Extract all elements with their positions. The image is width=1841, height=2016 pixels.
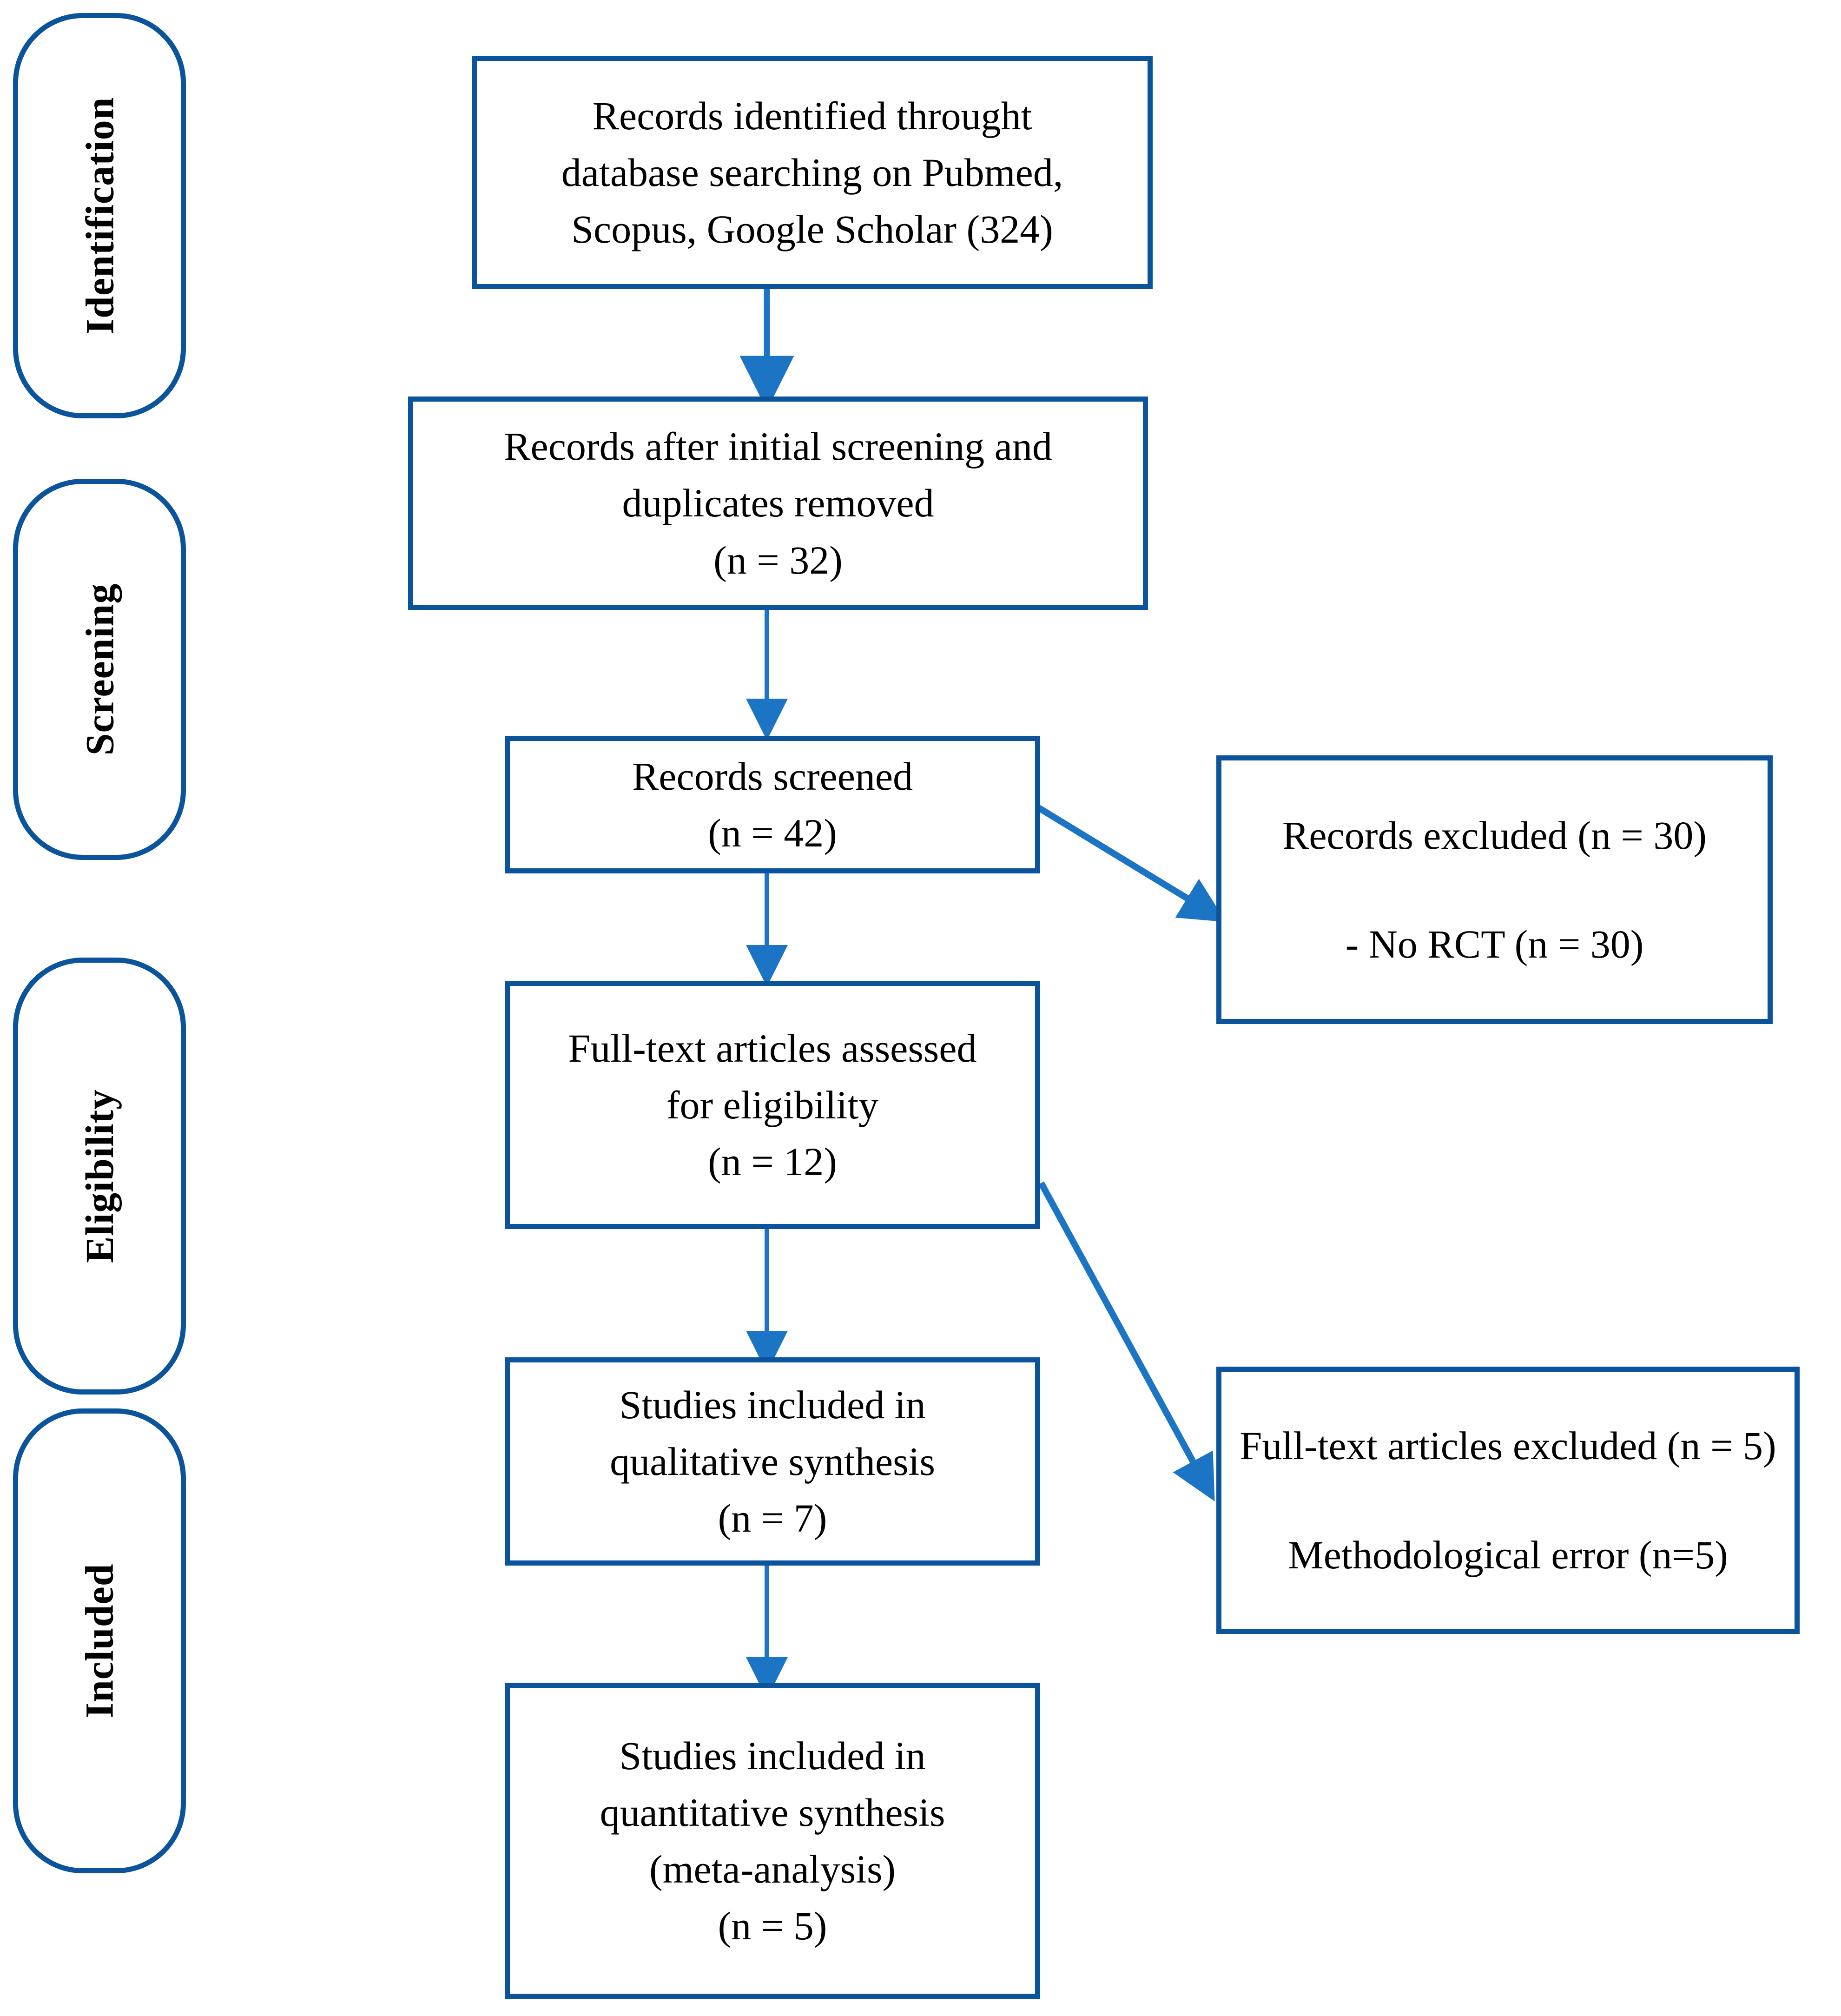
box-quantitative-synthesis-line-3: (meta-analysis) (649, 1847, 896, 1891)
box-fulltext-excluded-line-1: Full-text articles excluded (n = 5) (1240, 1423, 1776, 1468)
box-records-screened-line-2: (n = 42) (708, 811, 837, 855)
connector-fulltext-assessed-to-fulltext-excluded (1038, 1181, 1215, 1501)
box-qualitative-synthesis: Studies included in qualitative synthesi… (505, 1357, 1040, 1566)
box-records-after-screening-line-3: (n = 32) (713, 537, 843, 582)
box-fulltext-assessed-line-2: for eligibility (666, 1082, 879, 1127)
box-records-screened-line-1: Records screened (632, 754, 913, 799)
box-records-excluded: Records excluded (n = 30) - No RCT (n = … (1216, 755, 1773, 1024)
box-records-screened: Records screened (n = 42) (505, 736, 1040, 873)
box-records-excluded-line-1: Records excluded (n = 30) (1282, 813, 1707, 858)
stage-label-included: Included (77, 1563, 122, 1719)
connector-screened-to-records-excluded (1037, 805, 1226, 922)
box-fulltext-excluded-line-2: Methodological error (n=5) (1288, 1532, 1728, 1577)
box-qualitative-synthesis-line-2: qualitative synthesis (610, 1439, 935, 1484)
box-records-after-screening-line-1: Records after initial screening and (504, 424, 1052, 469)
stage-pill-eligibility: Eligibility (13, 958, 186, 1395)
stage-label-identification: Identification (77, 97, 122, 335)
box-records-identified-line-1: Records identified throught (592, 93, 1032, 138)
stage-label-eligibility: Eligibility (77, 1089, 122, 1263)
stage-pill-included: Included (13, 1408, 186, 1873)
stage-pill-screening: Screening (13, 479, 186, 860)
box-quantitative-synthesis-line-4: (n = 5) (718, 1904, 827, 1949)
box-fulltext-assessed: Full-text articles assessed for eligibil… (505, 981, 1040, 1229)
box-fulltext-assessed-line-3: (n = 12) (708, 1139, 837, 1184)
box-records-identified: Records identified throught database sea… (472, 56, 1153, 289)
box-quantitative-synthesis: Studies included in quantitative synthes… (505, 1683, 1040, 1999)
box-fulltext-excluded: Full-text articles excluded (n = 5) Meth… (1216, 1367, 1800, 1634)
box-records-identified-line-3: Scopus, Google Scholar (324) (571, 207, 1053, 252)
box-qualitative-synthesis-line-3: (n = 7) (718, 1496, 827, 1541)
box-records-excluded-line-2: - No RCT (n = 30) (1345, 922, 1644, 966)
box-records-after-screening-line-2: duplicates removed (622, 481, 934, 526)
stage-pill-identification: Identification (13, 13, 186, 418)
box-records-after-screening: Records after initial screening and dupl… (408, 397, 1148, 610)
box-qualitative-synthesis-line-1: Studies included in (619, 1382, 926, 1427)
box-records-identified-line-2: database searching on Pubmed, (561, 150, 1063, 195)
box-fulltext-assessed-line-1: Full-text articles assessed (568, 1025, 977, 1071)
stage-label-screening: Screening (77, 583, 122, 756)
box-quantitative-synthesis-line-1: Studies included in (619, 1733, 926, 1778)
box-quantitative-synthesis-line-2: quantitative synthesis (600, 1790, 945, 1835)
